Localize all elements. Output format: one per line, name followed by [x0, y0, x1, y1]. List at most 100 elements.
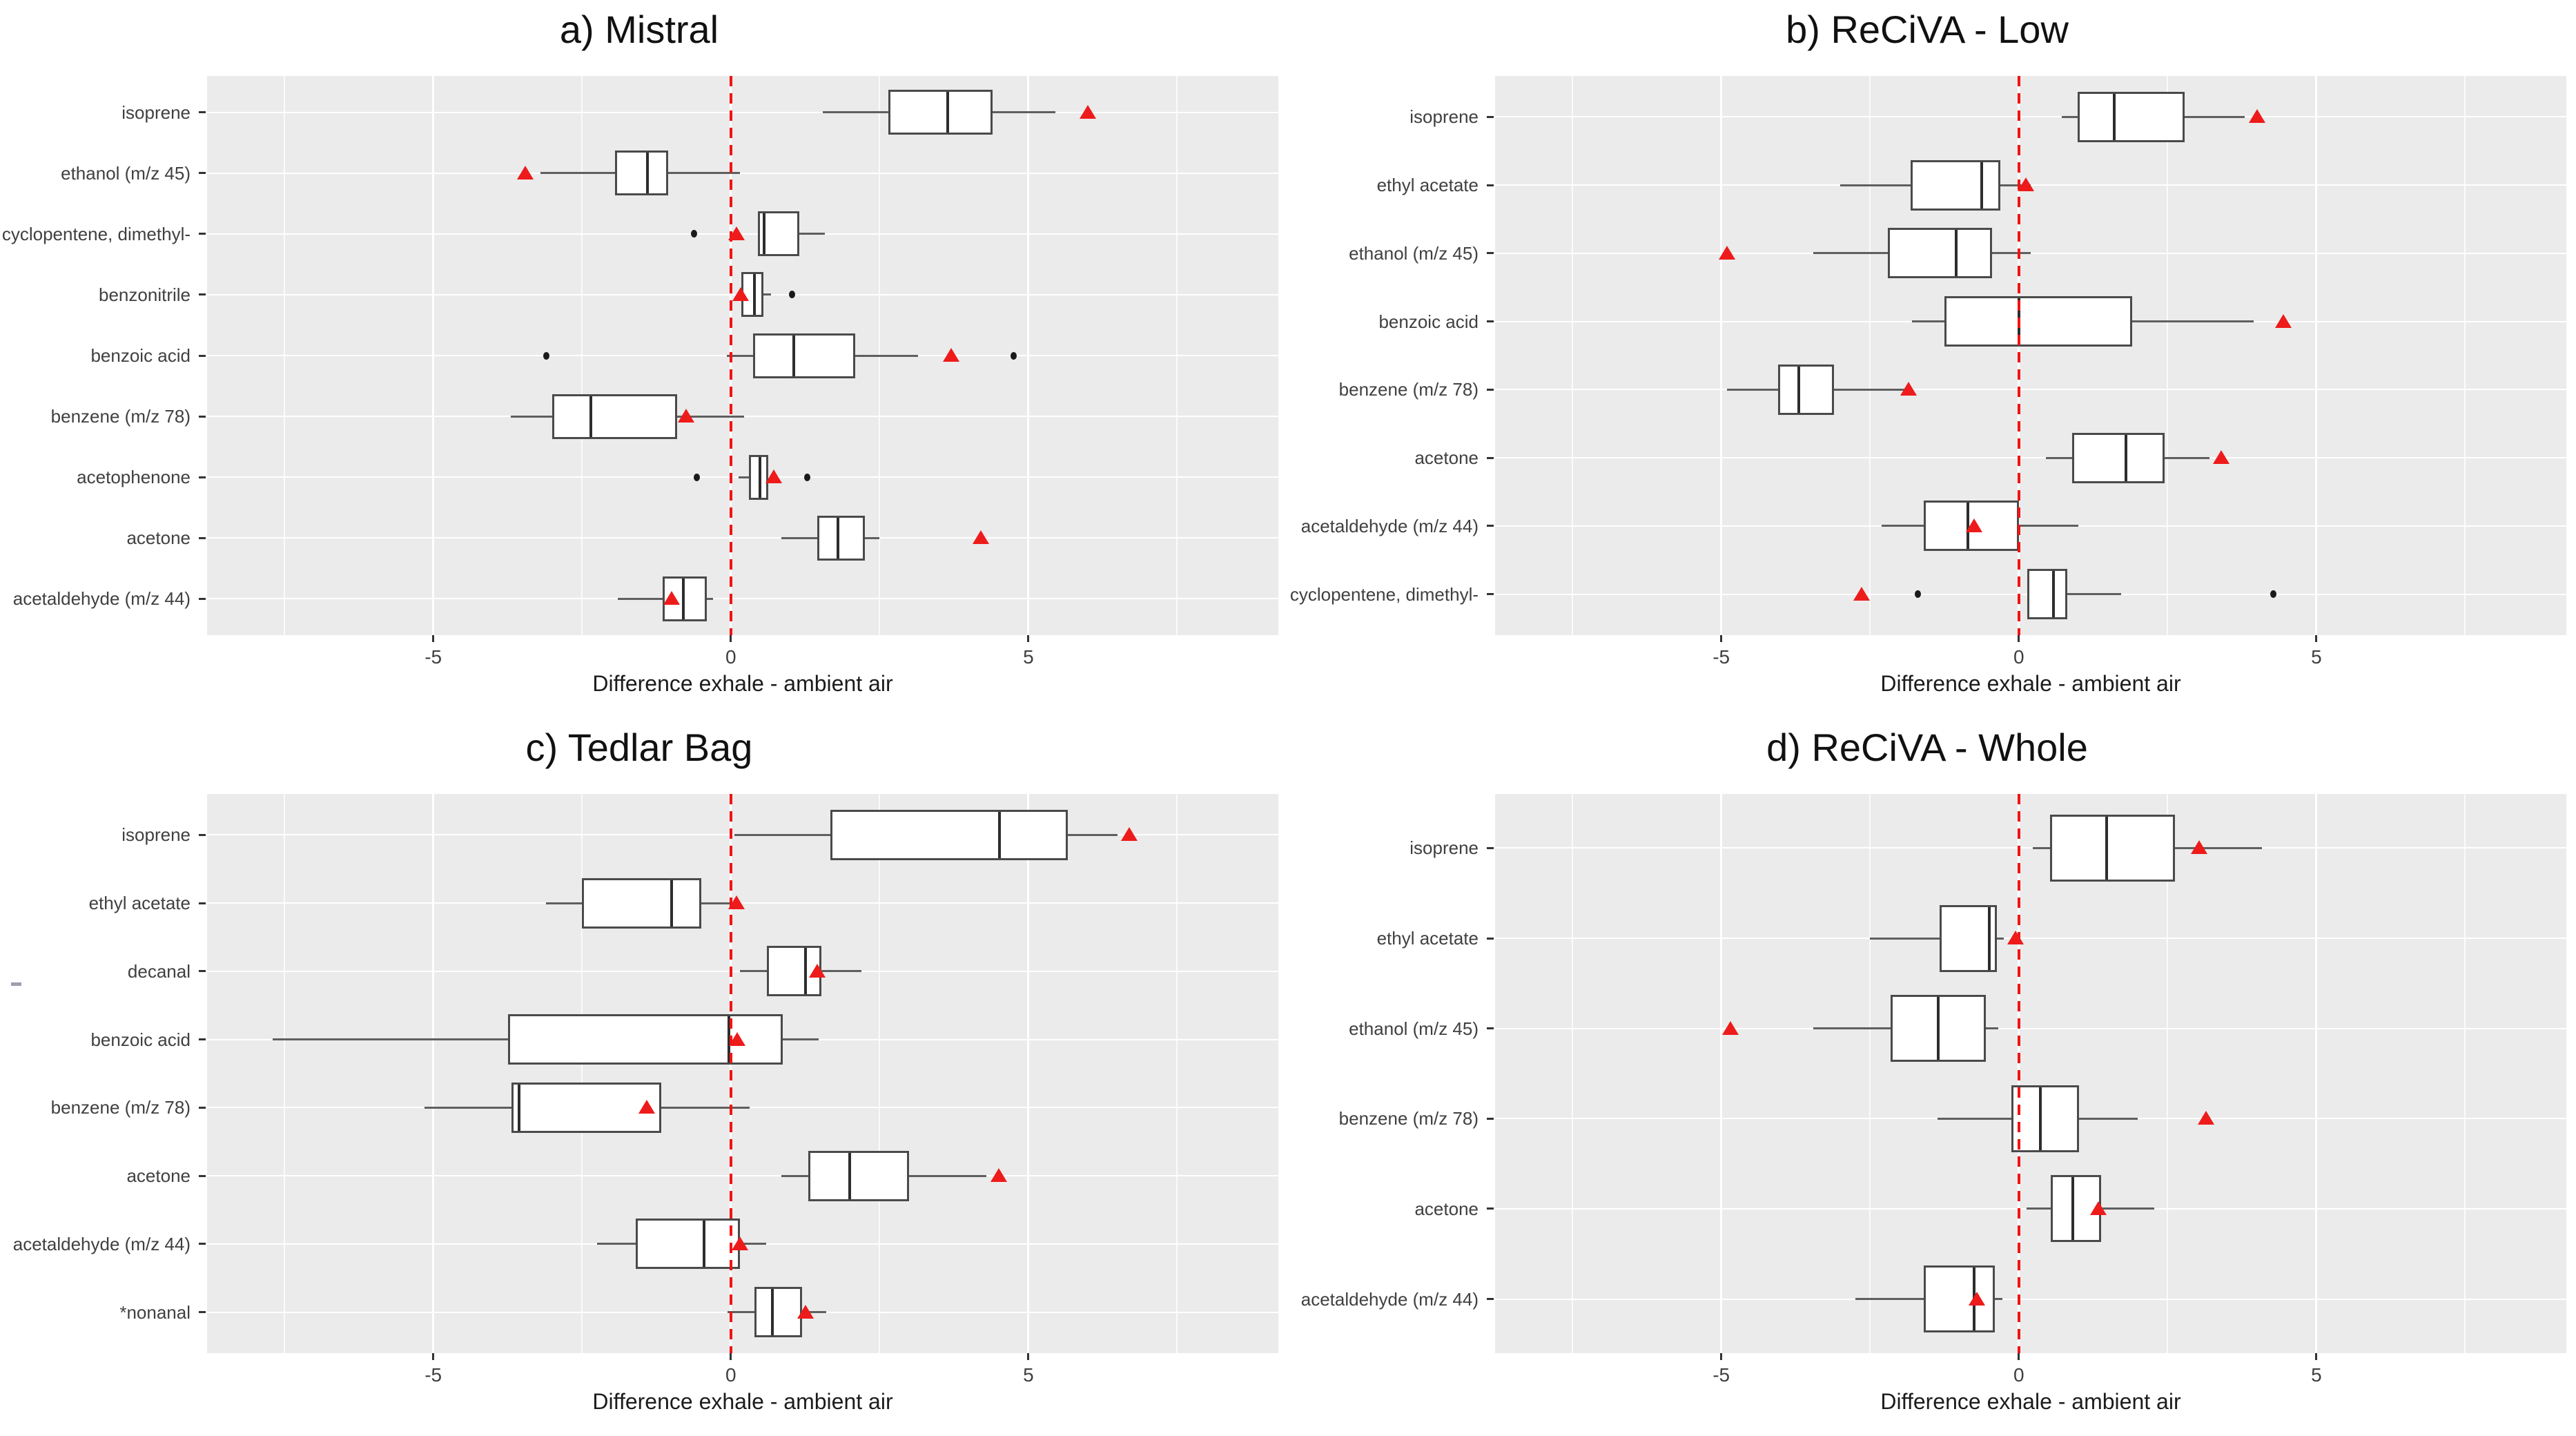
y-tick-mark — [199, 415, 206, 418]
x-tick-label: 5 — [2311, 646, 2322, 668]
y-tick-mark — [1487, 593, 1494, 596]
y-tick-mark — [199, 354, 206, 357]
median-line — [803, 948, 807, 995]
median-line — [1955, 230, 1958, 277]
gridline-row — [1495, 847, 2566, 849]
iqr-box — [1777, 364, 1835, 415]
x-tick-label: 0 — [2013, 646, 2024, 668]
y-tick-label: acetaldehyde (m/z 44) — [1300, 515, 1479, 536]
mean-triangle — [2212, 450, 2229, 465]
median-line — [848, 1152, 852, 1199]
median-line — [836, 517, 839, 559]
y-tick-label: isoprene — [121, 824, 191, 846]
gridline-minor — [1869, 794, 1871, 1353]
x-tick-label: 5 — [1023, 1364, 1034, 1386]
iqr-box — [752, 333, 855, 378]
x-tick-mark — [1720, 635, 1723, 642]
mean-triangle — [1719, 245, 1736, 260]
y-tick-label: ethyl acetate — [1376, 175, 1479, 196]
mean-triangle — [2275, 313, 2292, 328]
mean-triangle — [729, 1031, 746, 1046]
iqr-box — [754, 1287, 803, 1338]
median-line — [670, 880, 673, 926]
y-tick-mark — [1487, 1027, 1494, 1030]
gridline-row — [207, 598, 1278, 600]
x-tick-mark — [1027, 1353, 1030, 1360]
y-tick-label: benzene (m/z 78) — [1338, 379, 1479, 400]
y-tick-mark — [1487, 184, 1494, 186]
median-line — [2071, 1177, 2075, 1241]
y-tick-label: acetone — [1414, 447, 1479, 469]
panel-title-reciva-low: b) ReCiVA - Low — [1786, 8, 2069, 51]
panel-title-reciva-whole: d) ReCiVA - Whole — [1766, 726, 2088, 769]
mean-triangle — [2018, 177, 2035, 192]
gridline-row — [1495, 389, 2566, 391]
x-tick-mark — [730, 1353, 732, 1360]
median-line — [759, 456, 761, 498]
median-line — [589, 396, 593, 437]
iqr-box — [511, 1082, 661, 1133]
y-tick-mark — [199, 1243, 206, 1245]
mean-triangle — [765, 469, 782, 484]
y-tick-mark — [199, 1311, 206, 1314]
x-tick-label: 5 — [1023, 646, 1034, 668]
mean-triangle — [732, 287, 749, 301]
x-tick-label: -5 — [425, 646, 442, 668]
median-line — [1987, 906, 1991, 970]
outlier-dot — [789, 291, 796, 299]
y-tick-label: isoprene — [1409, 837, 1479, 859]
y-tick-label: benzoic acid — [90, 345, 191, 366]
median-line — [1797, 366, 1800, 413]
x-tick-mark — [2018, 1353, 2020, 1360]
y-tick-label: ethyl acetate — [1376, 928, 1479, 949]
x-tick-label: -5 — [425, 1364, 442, 1386]
iqr-box — [552, 394, 678, 439]
panel-reciva-low: b) ReCiVA - Low Difference exhale - ambi… — [1288, 0, 2576, 718]
gridline-major — [432, 794, 435, 1353]
y-tick-label: benzene (m/z 78) — [1338, 1108, 1479, 1129]
gridline-minor — [2464, 76, 2466, 635]
mean-triangle — [731, 1236, 748, 1250]
iqr-box — [2049, 814, 2175, 882]
y-tick-label: benzonitrile — [99, 284, 191, 305]
y-tick-label: isoprene — [1409, 106, 1479, 128]
y-tick-mark — [199, 597, 206, 600]
panel-reciva-whole: d) ReCiVA - Whole Difference exhale - am… — [1288, 718, 2576, 1436]
mean-triangle — [1721, 1020, 1739, 1035]
x-tick-label: 0 — [725, 1364, 736, 1386]
gridline-row — [207, 537, 1278, 539]
y-tick-mark — [199, 833, 206, 836]
gridline-row — [1495, 252, 2566, 254]
mean-triangle — [942, 348, 959, 362]
y-tick-mark — [199, 233, 206, 235]
median-line — [763, 213, 766, 255]
gridline-minor — [284, 794, 286, 1353]
y-tick-mark — [1487, 388, 1494, 391]
gridline-minor — [2167, 76, 2169, 635]
median-line — [517, 1084, 520, 1131]
gridline-row — [1495, 1027, 2566, 1029]
mean-triangle — [2007, 931, 2024, 945]
y-tick-label: benzoic acid — [1378, 311, 1479, 332]
plot-area-reciva-low — [1495, 76, 2566, 635]
y-tick-mark — [199, 172, 206, 175]
y-tick-mark — [199, 293, 206, 296]
iqr-box — [2078, 91, 2185, 142]
y-tick-label: benzoic acid — [90, 1029, 191, 1050]
zero-reference-line — [729, 794, 732, 1353]
mean-triangle — [2090, 1201, 2107, 1215]
median-line — [946, 92, 950, 133]
y-tick-mark — [1487, 115, 1494, 118]
iqr-box — [817, 515, 865, 561]
whisker-line — [2027, 593, 2122, 596]
outlier-dot — [694, 473, 701, 481]
y-tick-mark — [1487, 937, 1494, 940]
gridline-major — [2315, 794, 2318, 1353]
stray-mark — [11, 982, 21, 986]
y-tick-label: benzene (m/z 78) — [50, 406, 191, 427]
gridline-major — [1720, 76, 1723, 635]
median-line — [728, 1016, 731, 1063]
mean-triangle — [1969, 1291, 1986, 1306]
y-tick-label: acetophenone — [77, 467, 191, 488]
iqr-box — [1940, 904, 1997, 972]
